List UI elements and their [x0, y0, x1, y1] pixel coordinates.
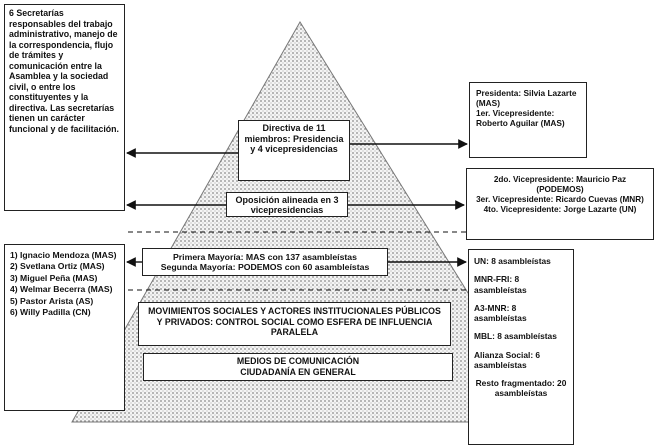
presidencia-box: Presidenta: Silvia Lazarte (MAS) 1er. Vi… — [469, 82, 587, 158]
directiva-box: Directiva de 11 miembros: Presidencia y … — [238, 120, 350, 181]
list-item: 6) Willy Padilla (CN) — [10, 307, 91, 318]
cuarto-vicepresidente-text: 4to. Vicepresidente: Jorge Lazarte (UN) — [483, 205, 637, 214]
medios-line-1: MEDIOS DE COMUNICACIÓN — [236, 356, 360, 366]
oposicion-text: Oposición alineada en 3 vicepresidencias — [235, 195, 339, 216]
bancada-mnr-fri: MNR-FRI: 8 asambleístas — [474, 274, 527, 295]
oposicion-box: Oposición alineada en 3 vicepresidencias — [226, 192, 348, 217]
presidenta-text: Presidenta: Silvia Lazarte (MAS) — [476, 88, 577, 109]
list-item: 3) Miguel Peña (MAS) — [10, 272, 98, 283]
segunda-mayoria: Segunda Mayoría: PODEMOS con 60 asambleí… — [160, 262, 370, 273]
list-item: 4) Welmar Becerra (MAS) — [10, 284, 113, 295]
bancada-alianza-social: Alianza Social: 6 asambleístas — [474, 349, 541, 370]
bancada-a3-mnr: A3-MNR: 8 asambleístas — [474, 302, 527, 323]
bancadas-box: UN: 8 asambleístas MNR-FRI: 8 asambleíst… — [468, 249, 574, 445]
list-item: 2) Svetlana Ortiz (MAS) — [10, 261, 105, 272]
secretarias-box: 6 Secretarías responsables del trabajo a… — [4, 4, 125, 211]
secretarios-list: 1) Ignacio Mendoza (MAS) 2) Svetlana Ort… — [4, 244, 125, 411]
list-item: 1) Ignacio Mendoza (MAS) — [10, 250, 117, 260]
primera-mayoria: Primera Mayoría: MAS con 137 asambleísta… — [173, 252, 357, 262]
mayorias-box: Primera Mayoría: MAS con 137 asambleísta… — [142, 248, 388, 276]
bancada-un: UN: 8 asambleístas — [474, 256, 551, 266]
secretarias-text: 6 Secretarías responsables del trabajo a… — [9, 8, 119, 135]
segundo-vicepresidente-text: 2do. Vicepresidente: Mauricio Paz (PODEM… — [493, 175, 627, 194]
medios-box: MEDIOS DE COMUNICACIÓN CIUDADANÍA EN GEN… — [143, 353, 453, 381]
primer-vicepresidente-text: 1er. Vicepresidente: Roberto Aguilar (MA… — [476, 108, 565, 129]
directiva-text: Directiva de 11 miembros: Presidencia y … — [244, 123, 344, 155]
vicepresidencias-oposicion-box: 2do. Vicepresidente: Mauricio Paz (PODEM… — [466, 168, 654, 240]
movimientos-box: MOVIMIENTOS SOCIALES Y ACTORES INSTITUCI… — [138, 302, 451, 346]
list-item: 5) Pastor Arista (AS) — [10, 295, 94, 306]
movimientos-text: MOVIMIENTOS SOCIALES Y ACTORES INSTITUCI… — [148, 306, 441, 338]
medios-line-2: CIUDADANÍA EN GENERAL — [240, 366, 356, 377]
tercer-vicepresidente-text: 3er. Vicepresidente: Ricardo Cuevas (MNR… — [476, 195, 644, 204]
bancada-resto: Resto fragmentado: 20 asambleístas — [475, 378, 567, 399]
bancada-mbl: MBL: 8 asambleístas — [474, 331, 557, 342]
